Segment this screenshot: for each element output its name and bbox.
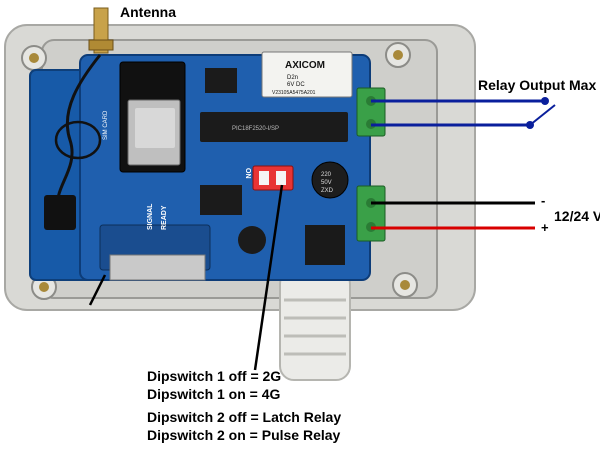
regulator-chip (305, 225, 345, 265)
supply-label: 12/24 V (554, 208, 600, 224)
minus-label: - (541, 193, 546, 208)
inductor (238, 226, 266, 254)
dip-switch-1 (259, 171, 269, 185)
relay-spec2: 6V DC (287, 82, 305, 88)
antenna-nut (88, 39, 114, 51)
cap-label-1: 220 (321, 172, 332, 178)
cap-label-2: 50V (321, 180, 332, 186)
relay (261, 51, 353, 98)
ic-small (200, 185, 242, 215)
dip-on-label: ON (244, 168, 251, 179)
left-pointer (88, 274, 107, 306)
relay-output-label: Relay Output Max (478, 77, 597, 93)
relay-switch-contact (529, 104, 556, 126)
cap-label-3: ZXD (321, 188, 334, 194)
eeprom-chip (205, 68, 237, 93)
battery-connector (44, 195, 76, 230)
power-terminal-block (356, 185, 386, 242)
note-dip1-off: Dipswitch 1 off = 2G (147, 368, 282, 384)
signal-led-label: SIGNAL (147, 203, 154, 230)
antenna-label: Antenna (120, 4, 176, 20)
ready-led-label: READY (161, 205, 168, 230)
dip-switch-2 (276, 171, 286, 185)
antenna-cable (56, 54, 102, 211)
cable-gland (279, 269, 351, 381)
relay-code: V23105A5475A201 (272, 90, 316, 96)
relay-spec1: D2n (287, 75, 298, 81)
microcontroller (200, 112, 348, 142)
relay-brand: AXICOM (285, 60, 325, 71)
sim-card (135, 108, 175, 148)
chip-code: PIC18F2520-I/SP (232, 126, 279, 132)
dipswitch-pointer (253, 184, 284, 371)
note-dip2-on: Dipswitch 2 on = Pulse Relay (147, 427, 341, 443)
screw-head (400, 280, 410, 290)
plus-label: + (541, 220, 549, 235)
cable-loop (54, 120, 102, 160)
capacitor (311, 161, 349, 199)
screw-head (29, 53, 39, 63)
module-shield (109, 254, 206, 281)
note-dip1-on: Dipswitch 1 on = 4G (147, 386, 281, 402)
screw-head (393, 50, 403, 60)
sim-card-label: SIM CARD (103, 110, 109, 140)
screw-head (39, 282, 49, 292)
note-dip2-off: Dipswitch 2 off = Latch Relay (147, 409, 342, 425)
relay-node-top (541, 97, 549, 105)
